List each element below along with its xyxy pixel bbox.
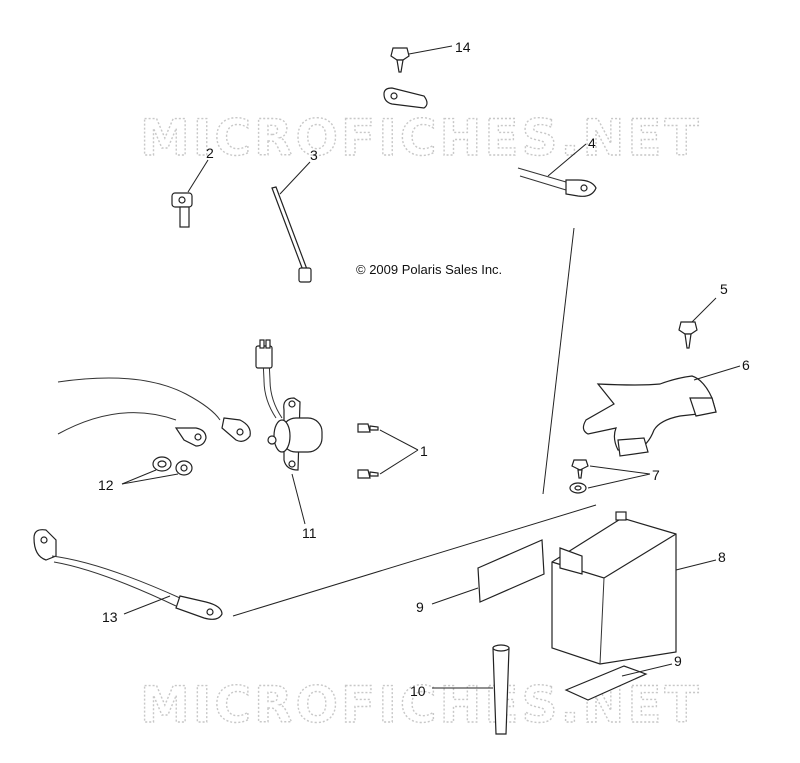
part-12-nuts [152, 456, 193, 476]
part-7-screw-nut [569, 459, 589, 494]
callout-1: 1 [420, 443, 428, 459]
part-9-label-right [564, 665, 648, 701]
callout-10: 10 [410, 683, 426, 699]
part-1-screws [357, 423, 379, 479]
part-4-cable [517, 167, 597, 197]
callout-4: 4 [588, 135, 596, 151]
ring-terminal-top [383, 87, 428, 109]
copyright-text: © 2009 Polaris Sales Inc. [356, 262, 502, 277]
callout-13: 13 [102, 609, 118, 625]
part-13-cable [33, 529, 223, 620]
leader-line-upper [542, 227, 575, 495]
callout-8: 8 [718, 549, 726, 565]
watermark-top: MICROFICHES.NET [140, 109, 702, 167]
callout-5: 5 [720, 281, 728, 297]
leader-line-lower [232, 504, 597, 617]
part-10-vent-tube [492, 644, 510, 735]
callout-9-right: 9 [674, 653, 682, 669]
part-6-bracket [582, 375, 717, 457]
callout-6: 6 [742, 357, 750, 373]
part-14-screw [390, 47, 410, 73]
callout-11: 11 [302, 525, 317, 541]
part-8-battery [551, 511, 677, 665]
callout-3: 3 [310, 147, 318, 163]
part-2-clip [171, 192, 193, 228]
callout-9-left: 9 [416, 599, 424, 615]
part-9-label-left [477, 539, 545, 603]
callout-14: 14 [455, 39, 471, 55]
callout-2: 2 [206, 145, 214, 161]
wire-harness-left [57, 377, 251, 447]
part-11-solenoid [255, 339, 323, 471]
callout-7: 7 [652, 467, 660, 483]
part-5-screw [678, 321, 698, 349]
callout-12: 12 [98, 477, 114, 493]
part-3-cable-tie [271, 186, 312, 283]
